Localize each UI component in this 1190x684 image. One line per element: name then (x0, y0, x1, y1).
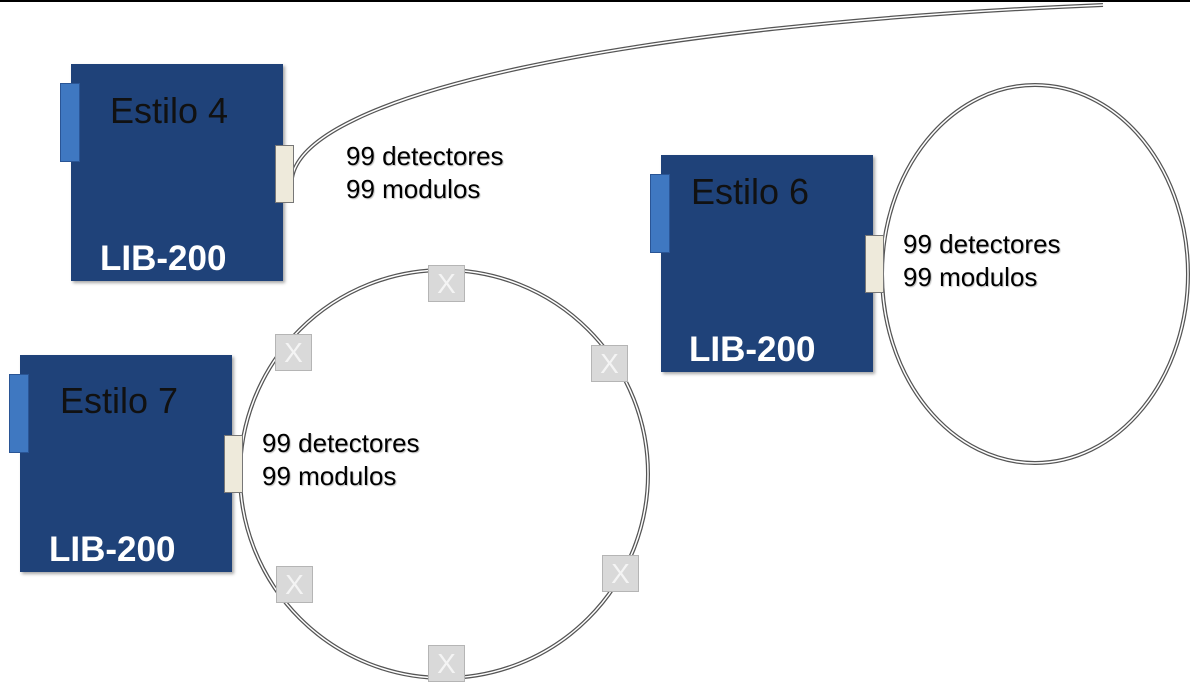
estilo-4-terminal (275, 145, 294, 203)
isolator-module-upper-left: X (275, 334, 312, 371)
panel-estilo-6-side-tab (650, 174, 670, 253)
isolator-module-lower-right: X (602, 555, 639, 592)
isolator-module-lower-left: X (276, 566, 313, 603)
estilo-7-terminal (224, 435, 243, 493)
estilo-6-modules: 99 modulos (903, 262, 1038, 292)
panel-estilo-7-title: Estilo 7 (60, 380, 179, 421)
panel-estilo-4-model: LIB-200 (100, 239, 227, 278)
panel-estilo-7-model: LIB-200 (49, 530, 176, 569)
panel-estilo-4: Estilo 4 LIB-200 (60, 64, 283, 281)
panel-estilo-7: Estilo 7 LIB-200 (9, 355, 232, 572)
estilo-7-modules: 99 modulos (262, 461, 397, 491)
isolator-module-upper-right: X (591, 345, 628, 382)
panel-estilo-7-side-tab (9, 374, 29, 453)
estilo-7-counts: 99 detectores 99 modulos (262, 427, 420, 493)
panel-estilo-6-model: LIB-200 (689, 330, 816, 369)
estilo-4-counts: 99 detectores 99 modulos (346, 140, 504, 206)
estilo-4-modules: 99 modulos (346, 174, 481, 204)
panel-estilo-4-side-tab (60, 83, 80, 162)
panel-estilo-6: Estilo 6 LIB-200 (650, 155, 873, 372)
estilo-4-detectors: 99 detectores (346, 141, 504, 171)
isolator-module-bottom: X (428, 645, 465, 682)
top-rule (0, 0, 1190, 2)
estilo-7-detectors: 99 detectores (262, 428, 420, 458)
estilo-6-counts: 99 detectores 99 modulos (903, 228, 1061, 294)
estilo-6-detectors: 99 detectores (903, 229, 1061, 259)
estilo-6-terminal (865, 235, 884, 293)
panel-estilo-4-title: Estilo 4 (110, 90, 229, 131)
estilo-4-loop-wire (290, 3, 1104, 179)
isolator-module-top: X (428, 265, 465, 302)
panel-estilo-6-title: Estilo 6 (691, 171, 810, 212)
